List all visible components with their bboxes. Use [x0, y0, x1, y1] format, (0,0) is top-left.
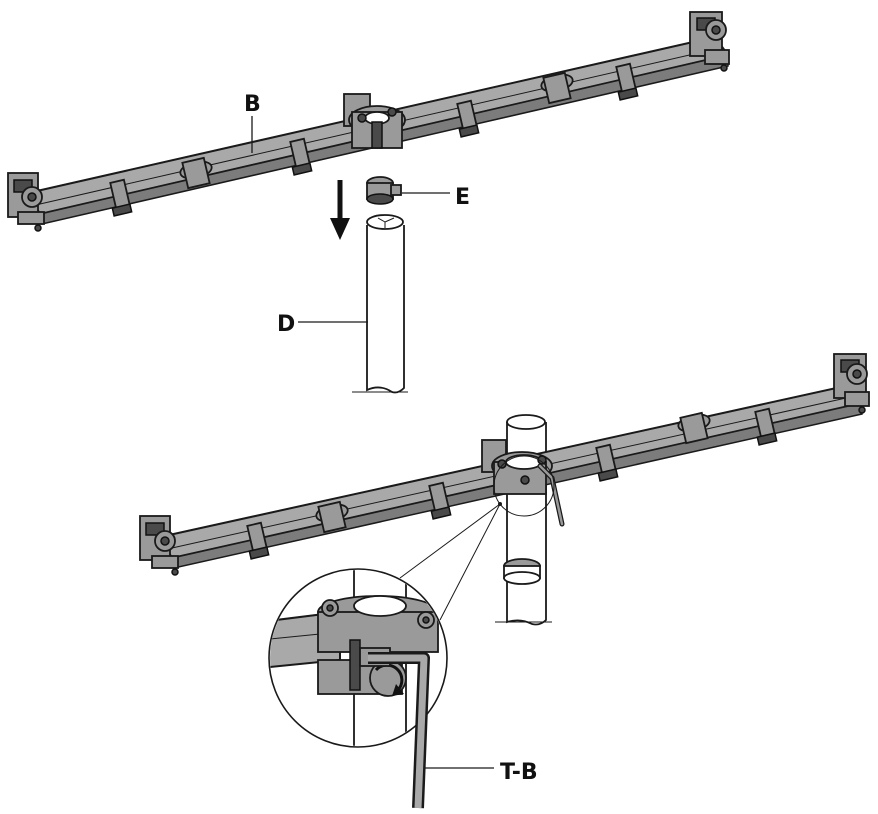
- zoom-pointer-lines: [399, 502, 502, 621]
- bottom-bar-joints: [315, 411, 711, 534]
- callout-e-label: E: [455, 185, 470, 210]
- bottom-center-clamp: [481, 439, 565, 527]
- cap-part-e: E: [366, 176, 470, 210]
- bottom-bar-clips: [246, 407, 778, 560]
- down-arrow: [330, 180, 350, 240]
- callout-b-label: B: [244, 92, 261, 117]
- bottom-assembly: [139, 353, 870, 626]
- bottom-right-end-mount: [833, 353, 870, 414]
- top-left-end-mount: [7, 172, 45, 232]
- top-bar-joints: [179, 71, 574, 190]
- top-crossbar-assembly: B: [7, 11, 730, 232]
- top-bar-clips: [109, 62, 639, 217]
- pole-part-d: D: [277, 214, 408, 394]
- callout-tb-label: T-B: [500, 760, 538, 785]
- callout-b: B: [244, 92, 261, 153]
- bottom-left-end-mount: [139, 515, 179, 576]
- zoom-detail: T-B: [268, 568, 538, 809]
- top-center-clamp: [343, 93, 406, 149]
- top-right-end-mount: [689, 11, 730, 72]
- callout-d-label: D: [277, 312, 295, 337]
